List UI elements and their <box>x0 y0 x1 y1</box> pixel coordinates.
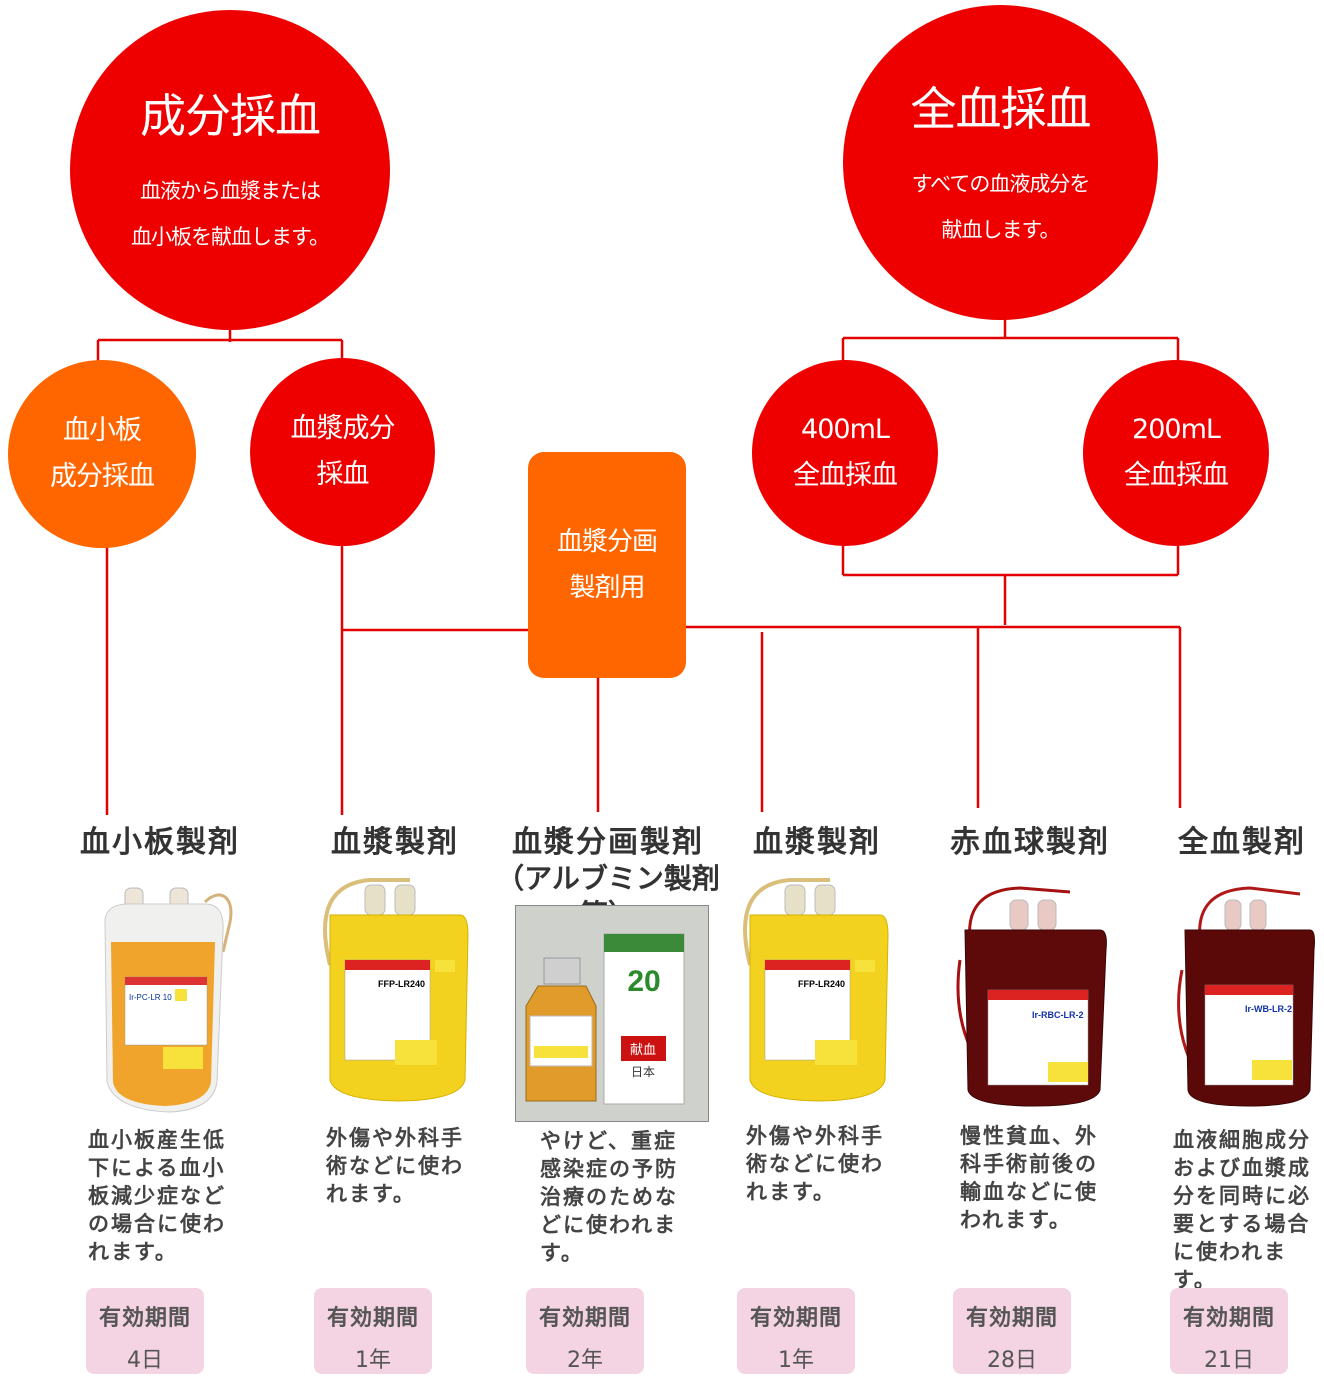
platelet-bag-image: Ir-PC-LR 10 <box>104 887 233 1113</box>
whole-200-line-2: 全血採血 <box>1124 460 1229 491</box>
expiry-value: 1年 <box>355 1348 391 1373</box>
expiry-badge-fractionation: 有効期間 2年 <box>526 1288 644 1374</box>
product-title-plasma-2: 血漿製剤 <box>722 825 912 861</box>
expiry-label: 有効期間 <box>749 1306 842 1331</box>
whole-400-line-2: 全血採血 <box>793 460 898 491</box>
expiry-badge-rbc: 有効期間 28日 <box>953 1288 1071 1374</box>
plasma-bag-image-2: FFP-LR240 <box>743 878 889 1102</box>
albumin-bottle-and-box: 20 献血 日本 <box>525 933 685 1105</box>
whole-200-circle: 200mL 全血採血 <box>1083 360 1269 546</box>
expiry-label: 有効期間 <box>1182 1306 1275 1331</box>
rbc-bag-image: Ir-RBC-LR-2 <box>956 886 1107 1107</box>
expiry-label: 有効期間 <box>326 1306 419 1331</box>
platelet-apheresis-line-1: 血小板 <box>63 415 142 446</box>
component-donation-desc-1: 血液から血漿または <box>140 179 321 203</box>
product-title-text: 血漿分画製剤 <box>512 825 704 860</box>
product-title-text: 赤血球製剤 <box>950 825 1110 860</box>
whole-400-line-1: 400mL <box>801 414 890 445</box>
whole-blood-donation-circle: 全血採血 すべての血液成分を 献血します。 <box>843 5 1158 320</box>
whole-blood-bag-image: Ir-WB-LR-2 <box>1177 886 1315 1107</box>
expiry-value: 1年 <box>778 1348 814 1373</box>
product-title-text: 血漿製剤 <box>331 825 459 860</box>
product-desc-rbc: 慢性貧血、外 科手術前後の 輸血などに使 われます。 <box>960 1124 1098 1232</box>
product-title-rbc: 赤血球製剤 <box>930 825 1130 861</box>
product-title-platelet: 血小板製剤 <box>60 825 260 861</box>
component-donation-desc-2: 血小板を献血します。 <box>131 225 330 249</box>
rbc-bag-label: Ir-RBC-LR-2 <box>1032 1010 1084 1020</box>
expiry-label: 有効期間 <box>538 1306 631 1331</box>
platelet-apheresis-circle: 血小板 成分採血 <box>8 360 196 548</box>
albumin-badge: 献血 <box>630 1043 656 1058</box>
fractionation-line-2: 製剤用 <box>569 573 645 603</box>
expiry-value: 2年 <box>567 1348 603 1373</box>
expiry-badge-plasma-1: 有効期間 1年 <box>314 1288 432 1374</box>
plasma-bag-label-2: FFP-LR240 <box>798 979 845 989</box>
product-desc-plasma-1: 外傷や外科手 術などに使わ れます。 <box>326 1126 464 1206</box>
whole-200-line-1: 200mL <box>1132 414 1221 445</box>
plasma-bag-label-1: FFP-LR240 <box>378 979 425 989</box>
component-donation-circle: 成分採血 血液から血漿または 血小板を献血します。 <box>70 10 390 330</box>
product-desc-fractionation: やけど、重症 感染症の予防 治療のためな どに使われま す。 <box>540 1129 678 1265</box>
product-title-whole: 全血製剤 <box>1160 825 1324 861</box>
product-desc-platelet: 血小板産生低 下による血小 板減少症など の場合に使わ れます。 <box>88 1128 226 1264</box>
product-desc-plasma-2: 外傷や外科手 術などに使わ れます。 <box>746 1124 884 1204</box>
albumin-number: 20 <box>627 965 660 998</box>
expiry-badge-whole: 有効期間 21日 <box>1170 1288 1288 1374</box>
product-title-plasma-1: 血漿製剤 <box>300 825 490 861</box>
plasma-apheresis-line-2: 採血 <box>316 459 370 490</box>
whole-blood-bag-label: Ir-WB-LR-2 <box>1245 1004 1292 1014</box>
expiry-value: 4日 <box>127 1348 163 1373</box>
fractionation-line-1: 血漿分画 <box>556 527 658 557</box>
expiry-value: 28日 <box>987 1348 1037 1373</box>
expiry-badge-platelet: 有効期間 4日 <box>86 1288 204 1374</box>
albumin-product-photo: 20 献血 日本 <box>515 905 709 1122</box>
plasma-apheresis-circle: 血漿成分 採血 <box>250 358 435 546</box>
product-desc-whole: 血液細胞成分 および血漿成 分を同時に必 要とする場合 に使われます。 <box>1173 1128 1311 1292</box>
component-donation-title: 成分採血 <box>140 89 321 143</box>
whole-400-circle: 400mL 全血採血 <box>752 360 938 546</box>
product-title-text: 血小板製剤 <box>80 825 240 860</box>
albumin-origin: 日本 <box>631 1065 655 1079</box>
plasma-apheresis-line-1: 血漿成分 <box>290 413 396 444</box>
whole-blood-donation-desc-1: すべての血液成分を <box>911 171 1091 196</box>
whole-blood-donation-title: 全血採血 <box>910 81 1092 136</box>
product-title-text: 全血製剤 <box>1178 825 1306 860</box>
fractionation-box: 血漿分画 製剤用 <box>528 452 686 678</box>
expiry-label: 有効期間 <box>965 1306 1058 1331</box>
product-title-text: 血漿製剤 <box>753 825 881 860</box>
plasma-bag-image-1: FFP-LR240 <box>323 878 469 1102</box>
whole-blood-donation-desc-2: 献血します。 <box>941 217 1061 242</box>
expiry-value: 21日 <box>1204 1348 1254 1373</box>
platelet-bag-label: Ir-PC-LR 10 <box>129 993 172 1002</box>
expiry-badge-plasma-2: 有効期間 1年 <box>737 1288 855 1374</box>
platelet-apheresis-line-2: 成分採血 <box>50 461 155 492</box>
expiry-label: 有効期間 <box>98 1306 191 1331</box>
